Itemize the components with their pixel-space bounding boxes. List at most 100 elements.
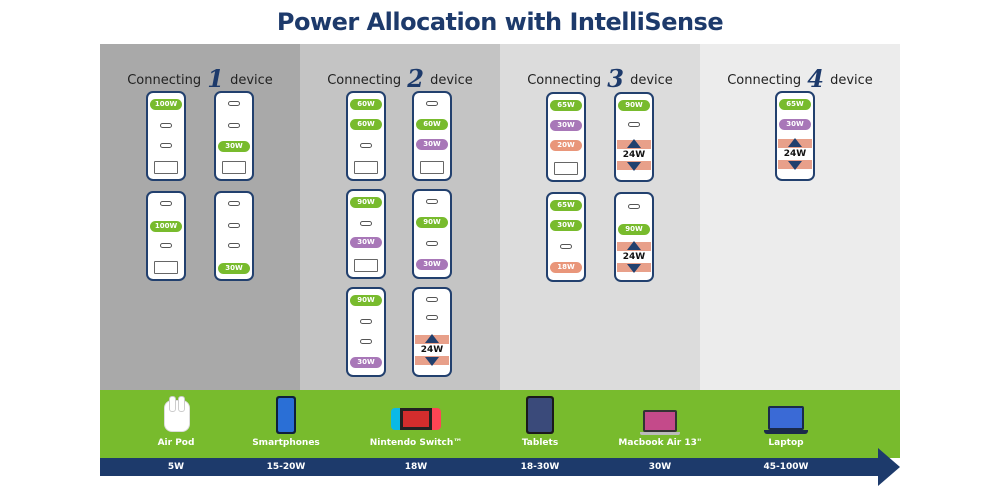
column-prefix: Connecting bbox=[727, 73, 802, 88]
power-badge: 90W bbox=[618, 224, 650, 235]
tablet-icon bbox=[526, 396, 554, 434]
charger: 90W 24W bbox=[614, 92, 654, 182]
column-number: 4 bbox=[807, 64, 824, 93]
usb-c-port-icon bbox=[560, 244, 572, 249]
usb-c-port-icon bbox=[360, 143, 372, 148]
usb-c-port-icon bbox=[426, 297, 438, 302]
power-badge: 60W bbox=[416, 119, 448, 130]
column-suffix: device bbox=[430, 73, 473, 88]
arrow-up-icon bbox=[617, 139, 651, 149]
usb-c-port-icon bbox=[628, 204, 640, 209]
usb-c-port-icon bbox=[360, 319, 372, 324]
device-power: 18W bbox=[404, 462, 428, 472]
usb-c-port-icon bbox=[228, 243, 240, 248]
power-axis: 5W 15-20W 18W 18-30W 30W 45-100W bbox=[100, 458, 878, 476]
charger: 90W 24W bbox=[614, 192, 654, 282]
usb-c-port-icon bbox=[228, 223, 240, 228]
charger: 90W 30W bbox=[346, 189, 386, 279]
column-number: 1 bbox=[207, 64, 224, 93]
device-name: Tablets bbox=[521, 438, 559, 448]
arrow-up-icon bbox=[617, 241, 651, 251]
charger: 65W 30W 20W bbox=[546, 92, 586, 182]
usb-c-port-icon bbox=[628, 122, 640, 127]
column-prefix: Connecting bbox=[327, 73, 402, 88]
macbook-icon bbox=[640, 396, 680, 435]
usb-c-port-icon bbox=[228, 201, 240, 206]
charger: 60W 60W bbox=[346, 91, 386, 181]
usb-c-port-icon bbox=[426, 315, 438, 320]
power-badge: 65W bbox=[779, 99, 811, 110]
power-badge: 100W bbox=[150, 99, 182, 110]
device-name: Nintendo Switch™ bbox=[369, 438, 463, 448]
column-suffix: device bbox=[230, 73, 273, 88]
power-badge: 30W bbox=[550, 220, 582, 231]
device-power: 45-100W bbox=[763, 462, 809, 472]
arrow-up-icon bbox=[778, 138, 812, 148]
usb-a-port-icon bbox=[154, 161, 178, 174]
smartphone-icon bbox=[276, 396, 296, 434]
power-badge: 20W bbox=[550, 140, 582, 151]
usb-a-port-icon bbox=[354, 259, 378, 272]
shared-power-indicator: 24W bbox=[778, 138, 812, 171]
charger: 60W 30W bbox=[412, 91, 452, 181]
power-badge: 30W bbox=[416, 259, 448, 270]
usb-c-port-icon bbox=[228, 101, 240, 106]
charger: 65W 30W 18W bbox=[546, 192, 586, 282]
usb-a-port-icon bbox=[554, 162, 578, 175]
device-macbook-air: Macbook Air 13" bbox=[600, 396, 720, 448]
power-badge: 60W bbox=[350, 119, 382, 130]
charger: 90W 30W bbox=[346, 287, 386, 377]
power-badge: 30W bbox=[218, 141, 250, 152]
column-suffix: device bbox=[630, 73, 673, 88]
laptop-icon bbox=[764, 396, 808, 434]
power-badge: 30W bbox=[779, 119, 811, 130]
usb-a-port-icon bbox=[354, 161, 378, 174]
column-suffix: device bbox=[830, 73, 873, 88]
column-3-device: Connecting 3 device 65W 30W 20W 90W 24W … bbox=[500, 44, 700, 390]
device-name: Laptop bbox=[768, 438, 804, 448]
power-badge: 90W bbox=[618, 100, 650, 111]
shared-power-label: 24W bbox=[420, 345, 444, 355]
charger: 100W bbox=[146, 91, 186, 181]
device-power: 5W bbox=[167, 462, 185, 472]
charger: 90W 30W bbox=[412, 189, 452, 279]
shared-power-indicator: 24W bbox=[617, 241, 651, 274]
device-airpod: Air Pod bbox=[116, 396, 236, 448]
usb-c-port-icon bbox=[360, 221, 372, 226]
column-prefix: Connecting bbox=[127, 73, 202, 88]
column-prefix: Connecting bbox=[527, 73, 602, 88]
device-name: Macbook Air 13" bbox=[618, 438, 702, 448]
device-power: 30W bbox=[648, 462, 672, 472]
shared-power-indicator: 24W bbox=[617, 139, 651, 172]
usb-a-port-icon bbox=[222, 161, 246, 174]
arrow-down-icon bbox=[415, 356, 449, 366]
shared-power-label: 24W bbox=[622, 150, 646, 160]
arrow-down-icon bbox=[778, 160, 812, 170]
usb-c-port-icon bbox=[426, 241, 438, 246]
column-header: Connecting 2 device bbox=[300, 64, 500, 93]
shared-power-label: 24W bbox=[622, 252, 646, 262]
charger: 30W bbox=[214, 191, 254, 281]
device-laptop: Laptop bbox=[726, 396, 846, 448]
power-badge: 30W bbox=[416, 139, 448, 150]
column-4-device: Connecting 4 device 65W 30W 24W bbox=[700, 44, 900, 390]
column-header: Connecting 3 device bbox=[500, 64, 700, 93]
power-badge: 65W bbox=[550, 200, 582, 211]
usb-c-port-icon bbox=[426, 101, 438, 106]
arrow-up-icon bbox=[415, 334, 449, 344]
usb-c-port-icon bbox=[360, 339, 372, 344]
power-badge: 90W bbox=[350, 295, 382, 306]
column-header: Connecting 4 device bbox=[700, 64, 900, 93]
device-band: Air Pod Smartphones Nintendo Switch™ Tab… bbox=[100, 390, 900, 458]
power-badge: 100W bbox=[150, 221, 182, 232]
usb-a-port-icon bbox=[420, 161, 444, 174]
device-tablets: Tablets bbox=[480, 396, 600, 448]
page-title: Power Allocation with IntelliSense bbox=[276, 8, 724, 36]
column-number: 3 bbox=[607, 64, 624, 93]
device-nintendo-switch: Nintendo Switch™ bbox=[356, 396, 476, 448]
power-badge: 18W bbox=[550, 262, 582, 273]
shared-power-label: 24W bbox=[783, 149, 807, 159]
column-1-device: Connecting 1 device 100W 30W 100W 30W bbox=[100, 44, 300, 390]
nintendo-switch-icon bbox=[391, 396, 441, 434]
arrow-down-icon bbox=[617, 161, 651, 171]
